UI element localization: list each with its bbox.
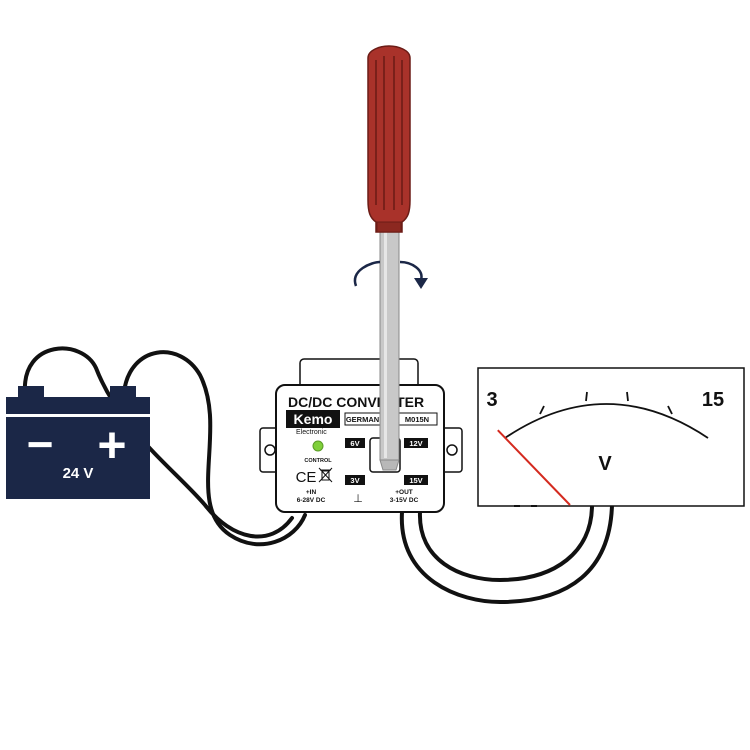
battery-plus-symbol: + xyxy=(97,417,126,473)
screwdriver-shaft xyxy=(379,227,400,461)
dial-mark-15v: 15V xyxy=(409,476,422,485)
dial-mark-12v: 12V xyxy=(409,439,422,448)
battery-top-stripe xyxy=(6,414,150,417)
screwdriver[interactable] xyxy=(367,45,411,471)
handle-ferrule xyxy=(376,221,402,233)
control-label: CONTROL xyxy=(304,458,332,464)
screwdriver-handle xyxy=(367,45,411,233)
dial-mark-12v-box xyxy=(404,438,428,448)
output-label-line-2: 3-15V DC xyxy=(390,497,419,504)
output-wire-inner xyxy=(417,503,594,583)
meter-scale-arc xyxy=(504,403,709,439)
dial-mark-3v-box xyxy=(345,475,365,485)
output-wires xyxy=(399,503,614,605)
kemo-logo: Kemo xyxy=(294,411,333,427)
dial-mark-15v-box xyxy=(404,475,428,485)
meter-panel xyxy=(477,367,745,507)
weee-bin-icon xyxy=(318,467,333,483)
screwdriver-shaft-highlight xyxy=(384,230,387,458)
control-led-icon xyxy=(312,440,324,452)
handle-ribs xyxy=(375,56,403,210)
input-label-line-2: 6-28V DC xyxy=(297,497,326,504)
battery-terminal-positive xyxy=(110,386,136,398)
dial-mark-3v: 3V xyxy=(350,476,359,485)
battery-voltage-label: 24 V xyxy=(63,465,94,482)
brand-subtitle: Electronic xyxy=(296,429,327,436)
left-mount-hole xyxy=(264,444,276,456)
meter-scale-ticks xyxy=(539,391,673,415)
battery-minus-symbol: − xyxy=(27,418,54,470)
ce-mark: CE xyxy=(296,469,317,486)
battery-terminal-negative xyxy=(18,386,44,398)
battery-positive-wire xyxy=(122,350,307,547)
battery-top-band xyxy=(6,397,150,414)
dial-mark-6v: 6V xyxy=(350,439,359,448)
screwdriver-tip xyxy=(379,459,400,471)
ground-symbol: ⊥ xyxy=(353,493,363,505)
dial-mark-6v-box xyxy=(345,438,365,448)
output-wire-outer xyxy=(399,503,614,605)
right-mount-hole xyxy=(446,444,458,456)
meter-max-label: 15 xyxy=(702,389,724,411)
input-label-line-1: +IN xyxy=(306,489,317,496)
origin-label: GERMANY xyxy=(346,415,384,424)
battery-body xyxy=(6,417,150,499)
converter-title: DC/DC CONVERTER xyxy=(288,394,424,410)
kemo-logo-box xyxy=(286,410,340,428)
meter-min-label: 3 xyxy=(486,389,497,411)
battery: − + 24 V xyxy=(6,386,150,499)
converter-module: DC/DC CONVERTER Kemo Electronic GERMANY … xyxy=(259,358,463,513)
output-label-line-1: +OUT xyxy=(395,489,413,496)
model-label: M015N xyxy=(405,415,429,424)
meter-needle xyxy=(497,429,571,506)
meter-unit-label: V xyxy=(598,453,612,475)
clockwise-rotation-arrow-icon xyxy=(353,260,428,289)
voltmeter: 3 15 V xyxy=(477,367,745,507)
